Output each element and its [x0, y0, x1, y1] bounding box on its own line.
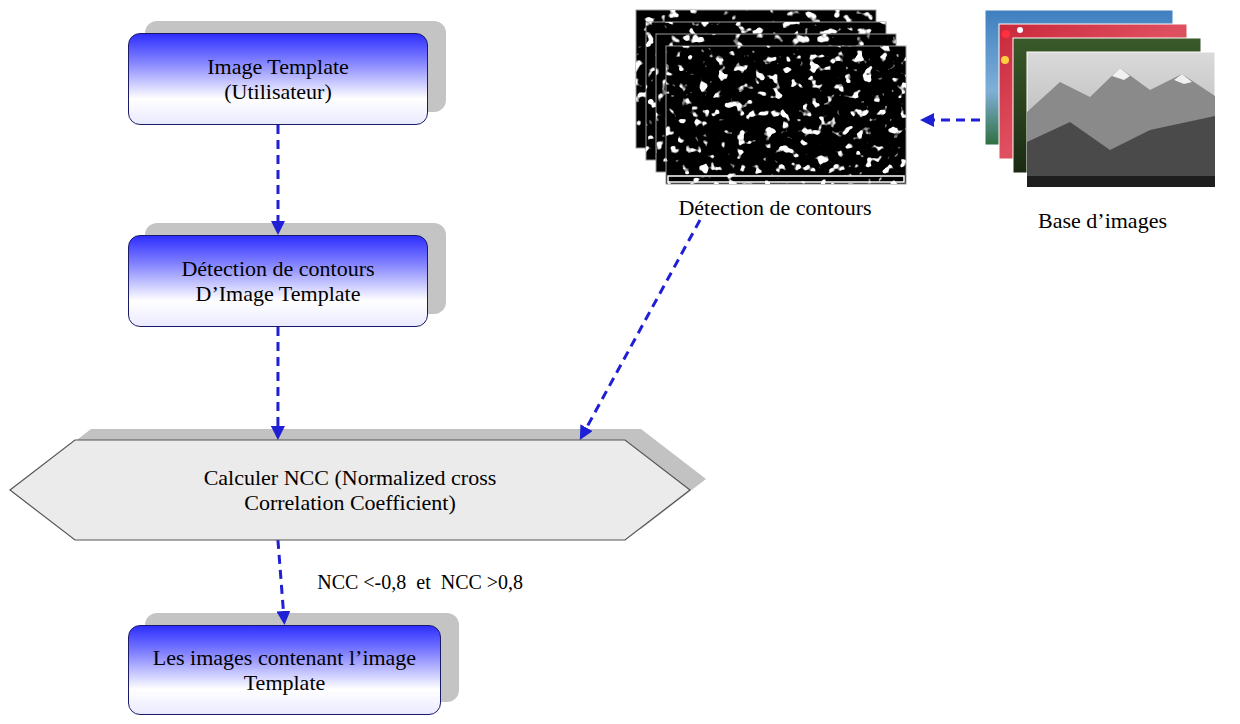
flower — [1001, 56, 1009, 64]
edge-image-stack — [636, 10, 906, 184]
node-label: Détection de contours D’Image Template — [158, 256, 398, 307]
hexagon-shape — [10, 440, 690, 540]
process-box: Image Template (Utilisateur) — [128, 33, 428, 125]
edge-label: NCC <-0,8 et NCC >0,8 — [315, 571, 525, 594]
node-label: Détection de contours — [678, 195, 871, 220]
dashed-arrow — [584, 220, 700, 432]
photo — [1027, 52, 1215, 187]
flower — [1017, 27, 1023, 33]
node-label: Base d’images — [1038, 208, 1167, 233]
snow — [1174, 74, 1192, 84]
node-label: Les images contenant l’image Template — [142, 645, 427, 696]
dashed-arrow — [276, 327, 279, 431]
process-box: Les images contenant l’image Template — [128, 625, 441, 715]
snow — [1112, 68, 1130, 80]
image-stack: Base d’images — [980, 8, 1225, 233]
process-hexagon: Calculer NCC (Normalized cross Correlati… — [10, 440, 690, 540]
dashed-arrow — [277, 125, 280, 226]
node-label: Image Template (Utilisateur) — [173, 54, 383, 105]
image-stack: Détection de contours — [630, 8, 920, 220]
dashed-arrow — [929, 119, 980, 122]
dashed-arrow — [278, 540, 284, 616]
valley — [1027, 176, 1215, 187]
slope — [1027, 116, 1215, 187]
mountain — [1027, 68, 1215, 187]
flower — [1002, 30, 1010, 38]
process-box: Détection de contours D’Image Template — [128, 235, 428, 327]
edge-speckle — [666, 46, 906, 184]
node-label: Calculer NCC (Normalized cross Correlati… — [185, 465, 515, 516]
image-database-stack — [985, 10, 1215, 187]
edge-frame — [668, 176, 904, 182]
edge-image — [666, 46, 906, 184]
